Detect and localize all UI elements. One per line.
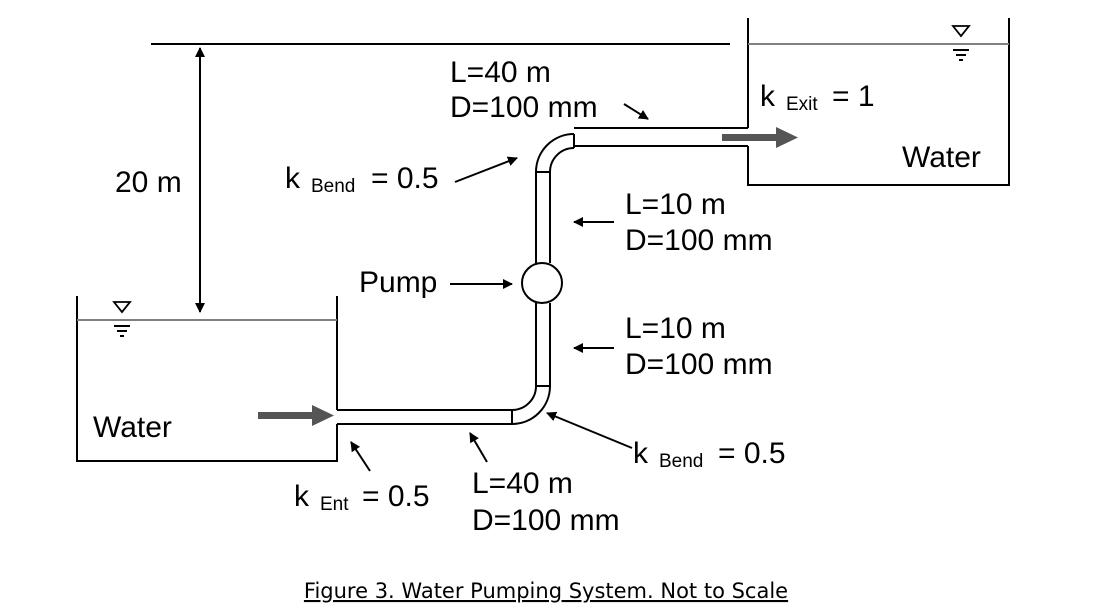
- upper-riser-length-label: L=10 m: [625, 188, 726, 221]
- top-pipe-length-label: L=40 m: [450, 56, 551, 89]
- svg-text:k: k: [285, 162, 301, 195]
- svg-text:= 0.5: = 0.5: [718, 437, 786, 470]
- lower-water-label: Water: [93, 411, 172, 444]
- outflow-arrow: [722, 127, 798, 148]
- upper-water-label: Water: [902, 141, 981, 174]
- svg-text:k: k: [760, 80, 776, 113]
- svg-text:= 0.5: = 0.5: [371, 162, 439, 195]
- water-level-symbol-right: [951, 25, 971, 61]
- height-label: 20 m: [115, 166, 182, 199]
- figure-caption: Figure 3. Water Pumping System. Not to S…: [304, 579, 788, 603]
- svg-text:Ent: Ent: [320, 494, 349, 515]
- top-pipe-pointer: [623, 103, 649, 120]
- svg-text:Exit: Exit: [786, 94, 818, 115]
- pipe-system: [337, 127, 748, 425]
- bottom-pipe-length-label: L=40 m: [472, 467, 573, 500]
- inflow-arrow: [258, 405, 334, 426]
- svg-text:Bend: Bend: [311, 176, 355, 197]
- svg-text:Bend: Bend: [659, 451, 703, 472]
- upper-reservoir: [747, 18, 1010, 186]
- bend-top-pointer: [454, 156, 518, 183]
- k-exit-label: k Exit = 1: [760, 80, 875, 115]
- pump-label: Pump: [359, 266, 437, 299]
- water-level-symbol-left: [112, 301, 132, 337]
- k-entrance-label: k Ent = 0.5: [294, 480, 430, 515]
- pump-circle: [521, 262, 563, 304]
- upper-riser-diameter-label: D=100 mm: [625, 224, 773, 257]
- svg-text:k: k: [633, 437, 649, 470]
- bottom-pipe-diameter-label: D=100 mm: [472, 504, 620, 537]
- lower-reservoir: [76, 296, 338, 462]
- bend-bottom-pointer: [546, 411, 633, 449]
- bottom-pipe-pointer: [469, 432, 488, 463]
- svg-text:= 0.5: = 0.5: [362, 480, 430, 513]
- svg-text:k: k: [294, 480, 310, 513]
- entrance-pointer: [350, 441, 371, 472]
- lower-riser-diameter-label: D=100 mm: [625, 348, 773, 381]
- k-bend-bottom-label: k Bend = 0.5: [633, 437, 786, 472]
- svg-text:= 1: = 1: [832, 80, 875, 113]
- k-bend-top-label: k Bend = 0.5: [285, 162, 439, 197]
- lower-riser-length-label: L=10 m: [625, 312, 726, 345]
- top-pipe-diameter-label: D=100 mm: [450, 91, 598, 124]
